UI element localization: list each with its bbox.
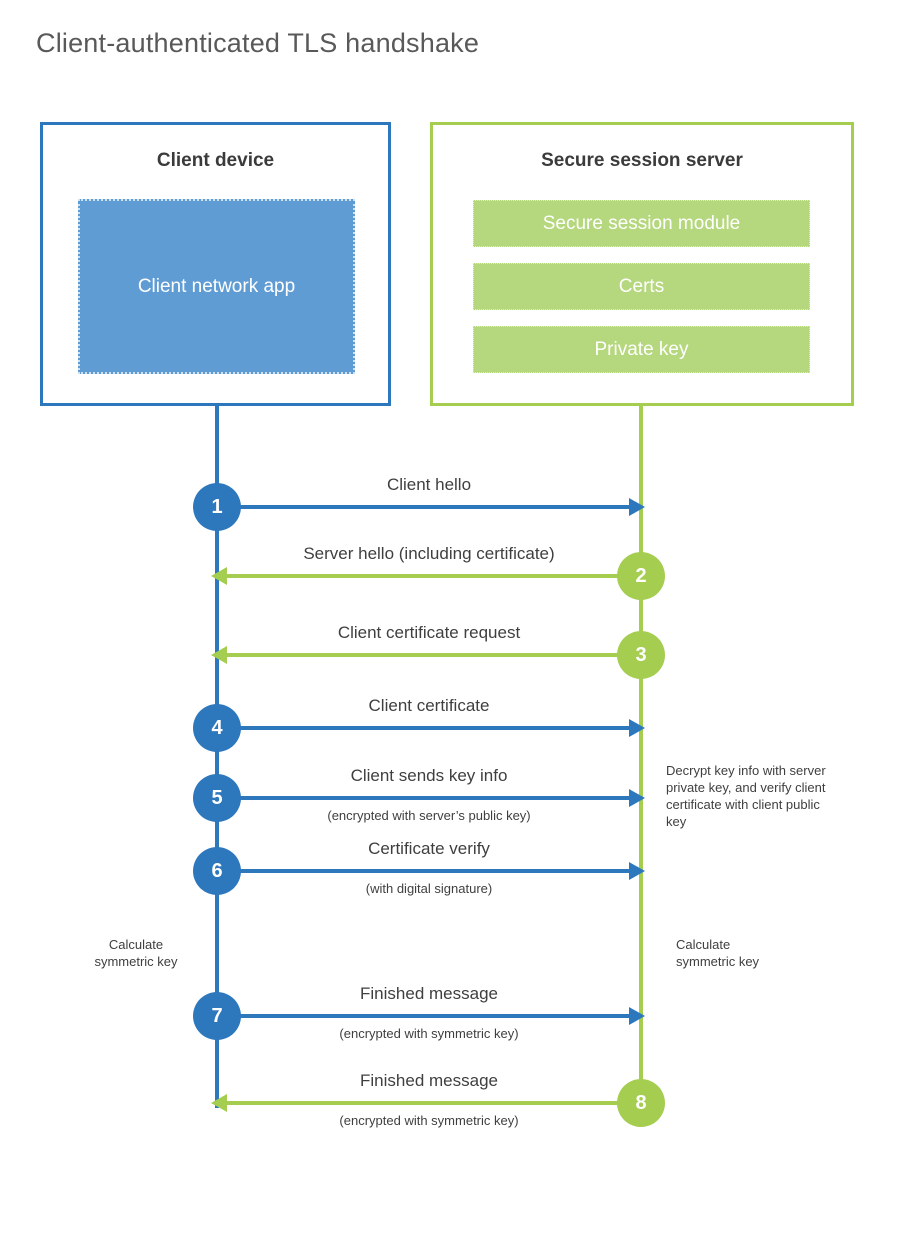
step-5-sublabel: (encrypted with server’s public key)	[327, 808, 531, 823]
step-7-arrow-head-icon	[629, 1007, 645, 1025]
step-1: Client hello 1	[0, 462, 900, 552]
server-module-private-key: Private key	[473, 326, 810, 373]
server-lifeline	[639, 406, 643, 1118]
client-network-app-box: Client network app	[78, 199, 355, 374]
step-8-number-badge: 8	[617, 1079, 665, 1127]
step-3-number-badge: 3	[617, 631, 665, 679]
step-6: Certificate verify 6 (with digital signa…	[0, 826, 900, 916]
step-2-number-badge: 2	[617, 552, 665, 600]
step-8-arrow-head-icon	[211, 1094, 227, 1112]
step-5-label: Client sends key info	[350, 766, 508, 785]
client-calculate-symmetric-key-note: Calculate symmetric key	[94, 937, 178, 969]
step-3-arrow-head-icon	[211, 646, 227, 664]
step-2-arrow-line	[227, 574, 641, 578]
step-1-arrow-head-icon	[629, 498, 645, 516]
step-5-arrow-head-icon	[629, 789, 645, 807]
step-7-sublabel: (encrypted with symmetric key)	[339, 1026, 519, 1041]
step-4-number-badge: 4	[193, 704, 241, 752]
client-device-title: Client device	[156, 150, 275, 171]
step-8: Finished message 8 (encrypted with symme…	[0, 1058, 900, 1148]
step-1-label: Client hello	[386, 475, 472, 494]
step-7-number-badge: 7	[193, 992, 241, 1040]
step-6-arrow-line	[217, 869, 629, 873]
step-4-arrow-line	[217, 726, 629, 730]
step-6-number-badge: 6	[193, 847, 241, 895]
step-3-label: Client certificate request	[337, 623, 521, 642]
secure-session-server-title: Secure session server	[541, 150, 743, 171]
server-calculate-symmetric-key-note: Calculate symmetric key	[676, 937, 760, 969]
server-decrypt-note: Decrypt key info with server private key…	[666, 763, 826, 829]
step-8-arrow-line	[227, 1101, 641, 1105]
step-4-label: Client certificate	[368, 696, 490, 715]
step-7: Finished message 7 (encrypted with symme…	[0, 971, 900, 1061]
client-network-app-label: Client network app	[137, 275, 296, 297]
step-8-sublabel: (encrypted with symmetric key)	[339, 1113, 519, 1128]
server-module-secure-session: Secure session module	[473, 200, 810, 247]
step-3: Client certificate request 3	[0, 610, 900, 700]
step-3-arrow-line	[227, 653, 641, 657]
page-title: Client-authenticated TLS handshake	[36, 28, 480, 58]
server-modules: Secure session module Certs Private key	[473, 200, 810, 373]
step-8-label: Finished message	[360, 1071, 498, 1090]
step-6-sublabel: (with digital signature)	[365, 881, 493, 896]
client-device-box: Client device Client network app	[40, 122, 391, 406]
client-lifeline	[215, 406, 219, 1108]
step-1-arrow-line	[217, 505, 629, 509]
step-2-label: Server hello (including certificate)	[303, 544, 555, 563]
step-5-arrow-line	[217, 796, 629, 800]
step-4-arrow-head-icon	[629, 719, 645, 737]
step-6-arrow-head-icon	[629, 862, 645, 880]
server-module-certs: Certs	[473, 263, 810, 310]
step-5-number-badge: 5	[193, 774, 241, 822]
step-1-number-badge: 1	[193, 483, 241, 531]
step-7-arrow-line	[217, 1014, 629, 1018]
step-6-label: Certificate verify	[368, 839, 490, 858]
secure-session-server-box: Secure session server Secure session mod…	[430, 122, 854, 406]
step-2: Server hello (including certificate) 2	[0, 531, 900, 621]
step-2-arrow-head-icon	[211, 567, 227, 585]
step-5: Client sends key info 5 (encrypted with …	[0, 753, 900, 843]
step-4: Client certificate 4	[0, 683, 900, 773]
step-7-label: Finished message	[360, 984, 498, 1003]
